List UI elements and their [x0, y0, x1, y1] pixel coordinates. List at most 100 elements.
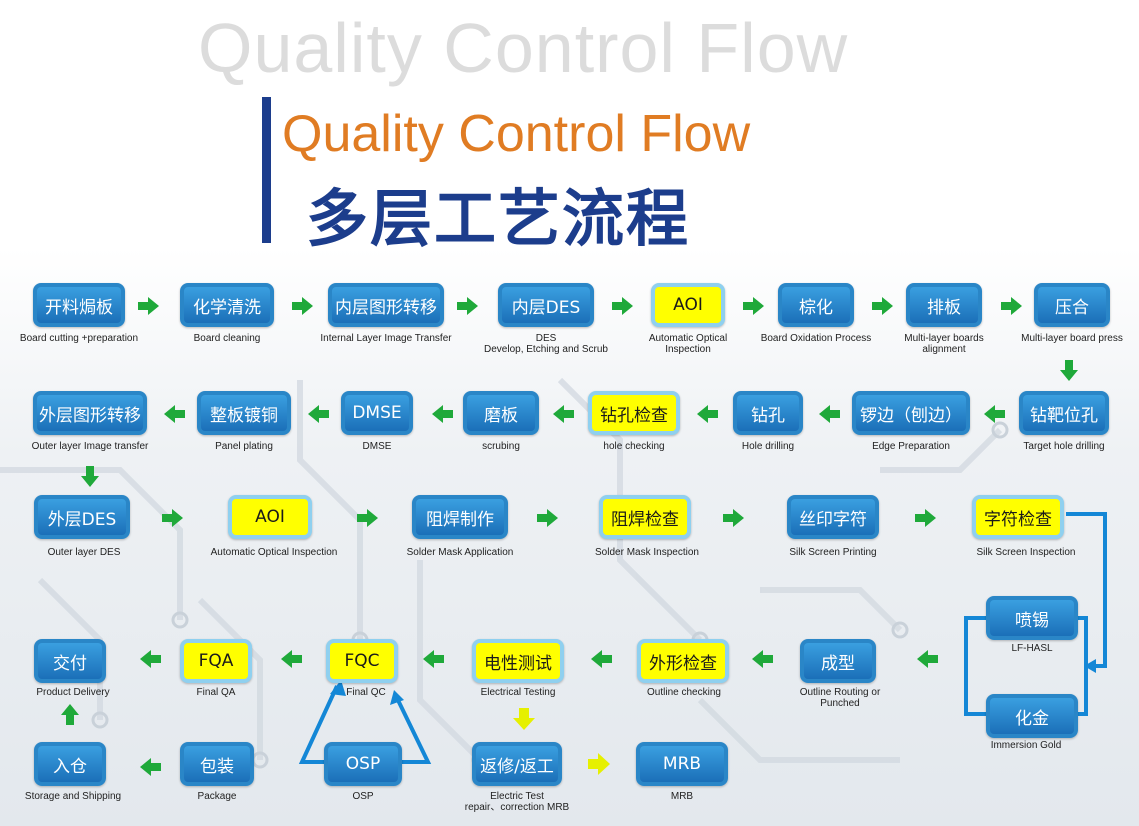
step-solder-mask-label: Solder Mask Application: [406, 547, 514, 558]
step-aoi-inner[interactable]: AOI: [651, 283, 725, 327]
step-outline-routing-label: Outline Routing or: [799, 687, 881, 698]
arrow-down-yellow-icon: [513, 708, 535, 730]
step-inner-des-sublabel: Develop, Etching and Scrub: [484, 344, 608, 355]
step-target-drilling-label: Target hole drilling: [1023, 441, 1105, 452]
step-package[interactable]: 包装: [180, 742, 254, 786]
step-layup-sublabel: alignment: [922, 344, 966, 355]
step-aoi-inner-label: Automatic Optical: [648, 333, 728, 344]
arrow-left-icon: [423, 650, 444, 668]
step-lf-hasl-label: LF-HASL: [1011, 643, 1053, 654]
step-outline-routing-sublabel: Punched: [820, 698, 860, 709]
arrow-left-icon: [752, 650, 773, 668]
step-oxidation[interactable]: 棕化: [778, 283, 854, 327]
arrow-right-icon: [138, 297, 159, 315]
step-oxidation-label: Board Oxidation Process: [760, 333, 872, 344]
arrow-right-icon: [872, 297, 893, 315]
step-outline-routing[interactable]: 成型: [800, 639, 876, 683]
step-outline-checking[interactable]: 外形检查: [637, 639, 729, 683]
step-silk-screen-printing[interactable]: 丝印字符: [787, 495, 879, 539]
arrow-right-icon: [1001, 297, 1022, 315]
step-outer-des[interactable]: 外层DES: [34, 495, 130, 539]
arrow-right-icon: [723, 509, 744, 527]
step-delivery[interactable]: 交付: [34, 639, 106, 683]
arrow-right-icon: [162, 509, 183, 527]
step-layup[interactable]: 排板: [906, 283, 982, 327]
step-fqa[interactable]: FQA: [180, 639, 252, 683]
step-silk-screen-inspection-label: Silk Screen Inspection: [976, 547, 1076, 558]
step-inner-image-transfer[interactable]: 内层图形转移: [328, 283, 444, 327]
step-inner-image-transfer-label: Internal Layer Image Transfer: [320, 333, 452, 344]
step-silk-screen-inspection[interactable]: 字符检查: [972, 495, 1064, 539]
step-hole-checking[interactable]: 钻孔检查: [588, 391, 680, 435]
step-solder-mask[interactable]: 阻焊制作: [412, 495, 508, 539]
arrow-left-icon: [140, 758, 161, 776]
step-dmse[interactable]: DMSE: [341, 391, 413, 435]
connector-lines: [298, 512, 1107, 764]
step-fqc-label: Final QC: [346, 687, 386, 698]
step-inner-des[interactable]: 内层DES: [498, 283, 594, 327]
step-silk-screen-printing-label: Silk Screen Printing: [789, 547, 877, 558]
arrow-right-icon: [457, 297, 478, 315]
step-target-drilling[interactable]: 钻靶位孔: [1019, 391, 1109, 435]
step-fqc[interactable]: FQC: [326, 639, 398, 683]
step-hole-drilling[interactable]: 钻孔: [733, 391, 803, 435]
step-immersion-gold[interactable]: 化金: [986, 694, 1078, 738]
watermark-title: Quality Control Flow: [198, 9, 849, 87]
step-mrb[interactable]: MRB: [636, 742, 728, 786]
arrow-left-icon: [819, 405, 840, 423]
step-board-cleaning-label: Board cleaning: [193, 333, 261, 344]
step-press[interactable]: 压合: [1034, 283, 1110, 327]
step-panel-plating-label: Panel plating: [215, 441, 273, 452]
step-board-cutting-label: Board cutting +preparation: [19, 333, 139, 344]
step-repair[interactable]: 返修/返工: [472, 742, 562, 786]
step-electrical-testing[interactable]: 电性测试: [472, 639, 564, 683]
arrow-left-icon: [697, 405, 718, 423]
arrow-down-icon: [1060, 360, 1078, 381]
step-osp[interactable]: OSP: [324, 742, 402, 786]
step-solder-mask-inspection[interactable]: 阻焊检查: [599, 495, 691, 539]
step-mrb-label: MRB: [670, 791, 694, 802]
step-board-cutting[interactable]: 开料焗板: [33, 283, 125, 327]
arrow-right-icon: [612, 297, 633, 315]
arrow-right-icon: [915, 509, 936, 527]
arrow-right-yellow-icon: [588, 753, 610, 775]
step-aoi-outer[interactable]: AOI: [228, 495, 312, 539]
step-package-label: Package: [197, 791, 237, 802]
arrow-down-icon: [81, 466, 99, 487]
step-repair-label: Electric Test: [490, 791, 544, 802]
step-lf-hasl[interactable]: 喷锡: [986, 596, 1078, 640]
step-delivery-label: Product Delivery: [36, 687, 110, 698]
step-outline-checking-label: Outline checking: [647, 687, 721, 698]
step-scrubbing-label: scrubing: [482, 441, 520, 452]
step-fqa-label: Final QA: [196, 687, 236, 698]
arrow-left-icon: [591, 650, 612, 668]
step-board-cleaning[interactable]: 化学清洗: [180, 283, 274, 327]
step-outer-image-transfer[interactable]: 外层图形转移: [33, 391, 147, 435]
arrow-left-icon: [140, 650, 161, 668]
step-layup-label: Multi-layer boards: [904, 333, 984, 344]
step-hole-checking-label: hole checking: [603, 441, 665, 452]
step-panel-plating[interactable]: 整板镀铜: [197, 391, 291, 435]
step-storage[interactable]: 入仓: [34, 742, 106, 786]
arrow-left-icon: [917, 650, 938, 668]
step-solder-mask-inspection-label: Solder Mask Inspection: [595, 547, 699, 558]
title-accent-bar: [262, 97, 271, 243]
step-repair-sublabel: repair、correction MRB: [464, 802, 570, 813]
step-edge-preparation-label: Edge Preparation: [872, 441, 950, 452]
arrow-right-icon: [743, 297, 764, 315]
step-press-label: Multi-layer board press: [1021, 333, 1123, 344]
step-outer-des-label: Outer layer DES: [47, 547, 121, 558]
arrow-right-icon: [537, 509, 558, 527]
arrow-right-icon: [292, 297, 313, 315]
step-hole-drilling-label: Hole drilling: [741, 441, 795, 452]
step-aoi-outer-label: Automatic Optical Inspection: [210, 547, 338, 558]
step-storage-label: Storage and Shipping: [24, 791, 122, 802]
step-dmse-label: DMSE: [362, 441, 392, 452]
arrow-left-icon: [281, 650, 302, 668]
arrow-left-icon: [308, 405, 329, 423]
english-title: Quality Control Flow: [282, 105, 751, 163]
step-inner-des-label: DES: [535, 333, 557, 344]
step-edge-preparation[interactable]: 锣边（刨边）: [852, 391, 970, 435]
step-scrubbing[interactable]: 磨板: [463, 391, 539, 435]
